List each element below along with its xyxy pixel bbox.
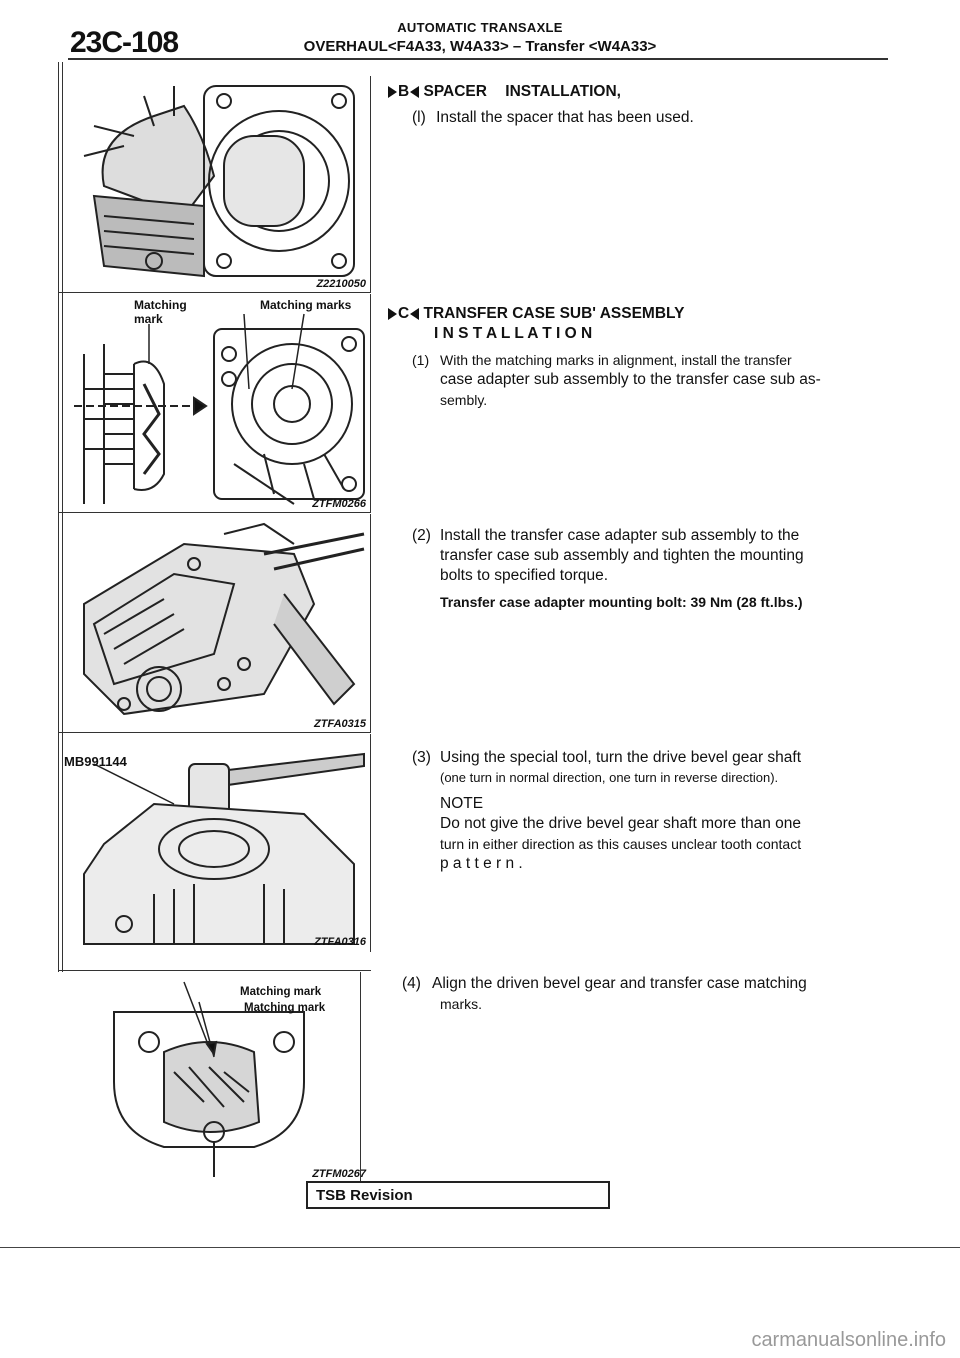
watermark: carmanualsonline.info: [751, 1329, 946, 1351]
figure-divider: [58, 292, 371, 293]
left-margin-rule: [58, 62, 59, 972]
figure-bevel-gear-drawing: [113, 981, 305, 1177]
section-c-title-line2: I N S T A L L A T I O N: [434, 325, 593, 342]
figure-code: ZTFA0316: [314, 936, 366, 948]
note-line-2: turn in either direction as this causes …: [440, 836, 802, 852]
figure-special-tool: MB991144 ZTFA0316: [64, 734, 370, 950]
step-number: l: [417, 109, 421, 126]
arrow-left-icon: [410, 86, 420, 98]
section-b-title-bold: SPACER: [423, 83, 487, 101]
figure-transfer-assembly-drawing: [83, 522, 365, 716]
figure-special-tool-drawing: [83, 752, 365, 945]
step-2-line-2: transfer case sub assembly and tighten t…: [440, 547, 804, 564]
label-matching-mark-2: Matching mark: [244, 1002, 326, 1014]
figure-code: Z2210050: [316, 278, 366, 290]
note-line-3: p a t t e r n .: [440, 855, 523, 872]
label-matching-mark-1: Matching mark: [240, 986, 322, 998]
step-1-number: (1): [412, 352, 430, 368]
arrow-right-icon: [388, 86, 397, 98]
step-4-number: (4): [402, 975, 421, 992]
header-rule: [68, 58, 888, 60]
arrow-left-icon: [410, 308, 420, 320]
bottom-rule: [0, 1247, 960, 1248]
step-3-line-2: (one turn in normal direction, one turn …: [440, 770, 779, 785]
note-line-1: Do not give the drive bevel gear shaft m…: [440, 815, 802, 832]
step-2-line-3: bolts to specified torque.: [440, 567, 609, 584]
figure-bevel-gear: Matching mark Matching mark ZTFM0267: [64, 972, 370, 1182]
section-b-title-rest: INSTALLATION,: [505, 83, 621, 101]
step-1-line-3: sembly.: [440, 392, 488, 408]
label-matching-marks: Matching marks: [260, 298, 352, 312]
step-4-line-2: marks.: [440, 996, 482, 1012]
label-matching-mark: Matching mark: [134, 298, 187, 326]
page-subtitle: OVERHAUL<F4A33, W4A33> – Transfer <W4A33…: [303, 38, 657, 55]
section-title: AUTOMATIC TRANSAXLE: [397, 20, 563, 35]
step-1-line-2: case adapter sub assembly to the transfe…: [440, 371, 821, 388]
section-letter: B: [398, 83, 410, 100]
figure-transfer-assembly: ZTFA0315: [64, 514, 371, 732]
figure-code: ZTFM0267: [312, 1168, 366, 1180]
section-b-step: (l) Install the spacer that has been use…: [412, 108, 694, 128]
tool-label: MB991144: [64, 754, 127, 769]
step-2-number: (2): [412, 527, 431, 544]
step-3-number: (3): [412, 749, 431, 766]
figure-spacer: Z2210050: [64, 76, 371, 292]
figure-matching-marks-drawing: [74, 313, 365, 505]
figure-divider: [58, 732, 371, 733]
page-number: 23C-108: [70, 26, 179, 59]
figure-side-rule: [360, 972, 361, 1182]
section-c-title-line1: TRANSFER CASE SUB' ASSEMBLY: [423, 305, 685, 323]
figure-divider: [58, 970, 371, 971]
section-b-heading: B SPACER INSTALLATION,: [388, 82, 621, 102]
step-1-line-1: With the matching marks in alignment, in…: [440, 352, 792, 368]
left-margin-rule-inner: [62, 62, 63, 972]
figure-spacer-drawing: [83, 85, 355, 278]
figure-code: ZTFM0266: [312, 498, 366, 510]
figure-divider: [58, 512, 371, 513]
arrow-right-icon: [388, 308, 397, 320]
note-label: NOTE: [440, 795, 484, 812]
tsb-revision-box: TSB Revision: [306, 1181, 610, 1209]
figure-code: ZTFA0315: [314, 718, 366, 730]
section-c-heading: C TRANSFER CASE SUB' ASSEMBLY: [388, 304, 684, 324]
step-close-paren: ): [420, 109, 426, 126]
section-b-text: Install the spacer that has been used.: [436, 109, 694, 126]
step-3-line-1: Using the special tool, turn the drive b…: [440, 749, 802, 766]
figure-matching-marks: Matching mark Matching marks ZTFM0266: [64, 294, 371, 512]
step-4-line-1: Align the driven bevel gear and transfer…: [432, 975, 807, 992]
figure-side-rule: [370, 734, 371, 952]
section-letter: C: [398, 305, 410, 322]
step-2-line-1: Install the transfer case adapter sub as…: [440, 527, 800, 544]
torque-spec: Transfer case adapter mounting bolt: 39 …: [440, 594, 803, 610]
step-open-paren: (: [412, 109, 418, 126]
